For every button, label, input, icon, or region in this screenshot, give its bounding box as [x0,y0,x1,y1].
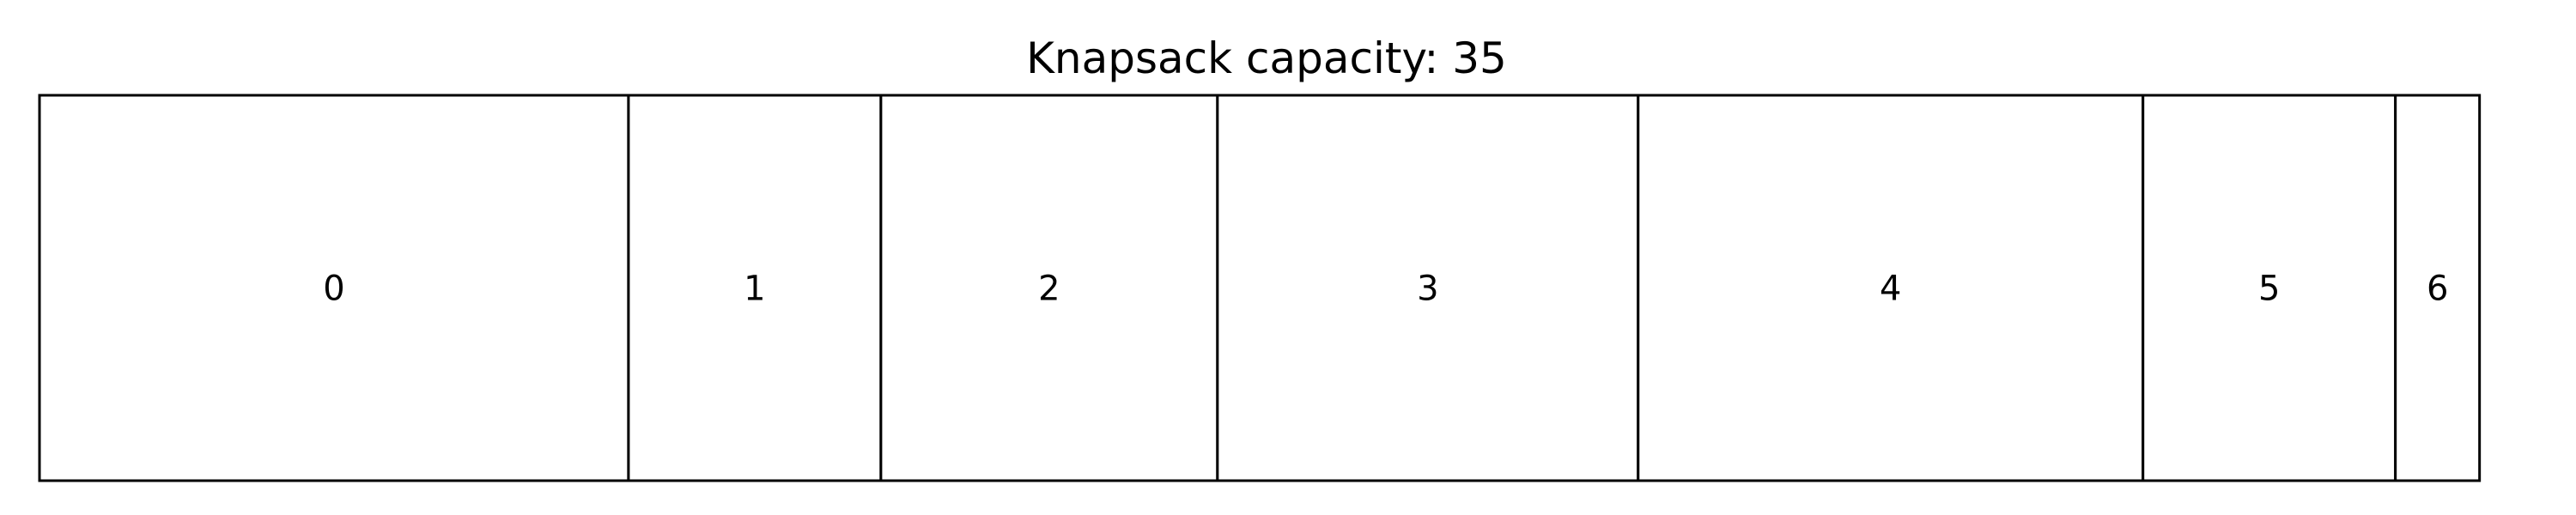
item-label-1: 1 [744,270,765,309]
item-label-6: 6 [2427,270,2448,309]
item-box-1 [627,94,883,482]
item-box-2 [879,94,1219,482]
item-label-3: 3 [1417,270,1438,309]
item-box-5 [2142,94,2397,482]
item-label-4: 4 [1880,270,1901,309]
item-label-0: 0 [323,270,344,309]
item-box-4 [1637,94,2145,482]
item-box-0 [38,94,630,482]
item-label-5: 5 [2258,270,2280,309]
knapsack-items: 0 1 2 3 4 5 6 [38,94,2482,482]
item-label-2: 2 [1038,270,1060,309]
item-box-3 [1216,94,1640,482]
item-box-6 [2394,94,2482,482]
diagram-title: Knapsack capacity: 35 [1026,33,1507,83]
